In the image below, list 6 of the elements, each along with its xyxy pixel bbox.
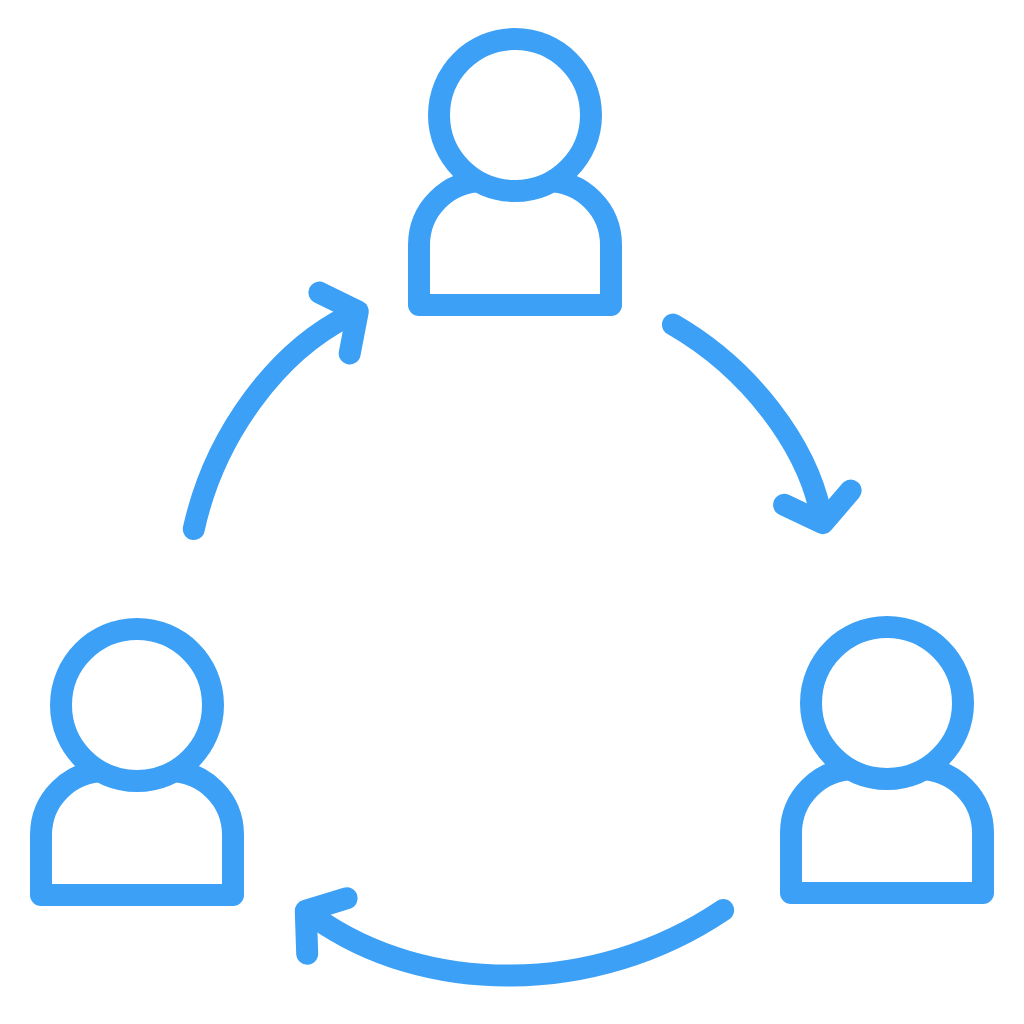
arrow [182, 281, 369, 540]
person-icon [30, 618, 244, 906]
person-icon [408, 28, 622, 316]
arrow [662, 313, 862, 535]
person-icon [780, 616, 994, 904]
arrow [294, 887, 735, 987]
